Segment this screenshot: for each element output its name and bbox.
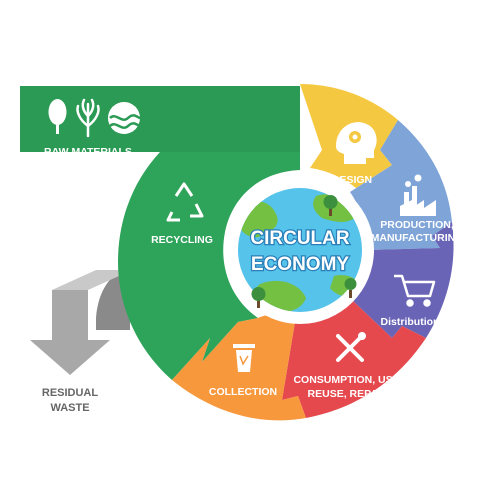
residual-waste-line1: RESIDUAL bbox=[42, 387, 99, 399]
collection-label: COLLECTION bbox=[209, 386, 277, 398]
production-label-line2: MANUFACTURING bbox=[371, 232, 464, 244]
consumption-label-line2: REUSE, REPAIR bbox=[308, 388, 389, 400]
recycling-label: RECYCLING bbox=[151, 234, 213, 246]
tools-icon bbox=[336, 332, 366, 362]
residual-waste-line2: WASTE bbox=[50, 402, 89, 414]
recycle-icon bbox=[166, 182, 204, 222]
consumption-label-line1: CONSUMPTION, USE, bbox=[293, 374, 402, 386]
tree-icon bbox=[344, 278, 357, 298]
raw-materials-band bbox=[20, 86, 300, 152]
center-title-line1: CIRCULAR bbox=[250, 228, 349, 249]
center-title-line2: ECONOMY bbox=[251, 254, 350, 275]
cart-icon bbox=[394, 274, 436, 307]
production-label-line1: PRODUCTION, bbox=[380, 219, 454, 231]
trash-bin-icon bbox=[233, 344, 255, 372]
segment-consumption bbox=[282, 300, 426, 418]
factory-icon bbox=[400, 174, 436, 216]
tree-icon bbox=[323, 195, 338, 216]
tree-icon bbox=[48, 99, 67, 134]
tree-icon bbox=[251, 287, 266, 308]
plant-icon bbox=[76, 98, 100, 138]
raw-materials-label: RAW MATERIALS bbox=[44, 146, 132, 158]
distribution-label: Distribution bbox=[381, 316, 440, 328]
design-label: DESIGN bbox=[332, 174, 372, 186]
segment-production bbox=[350, 120, 452, 250]
segment-recycling bbox=[20, 86, 300, 380]
head-gear-icon bbox=[336, 122, 377, 164]
water-icon bbox=[108, 102, 141, 134]
globe bbox=[226, 176, 374, 324]
